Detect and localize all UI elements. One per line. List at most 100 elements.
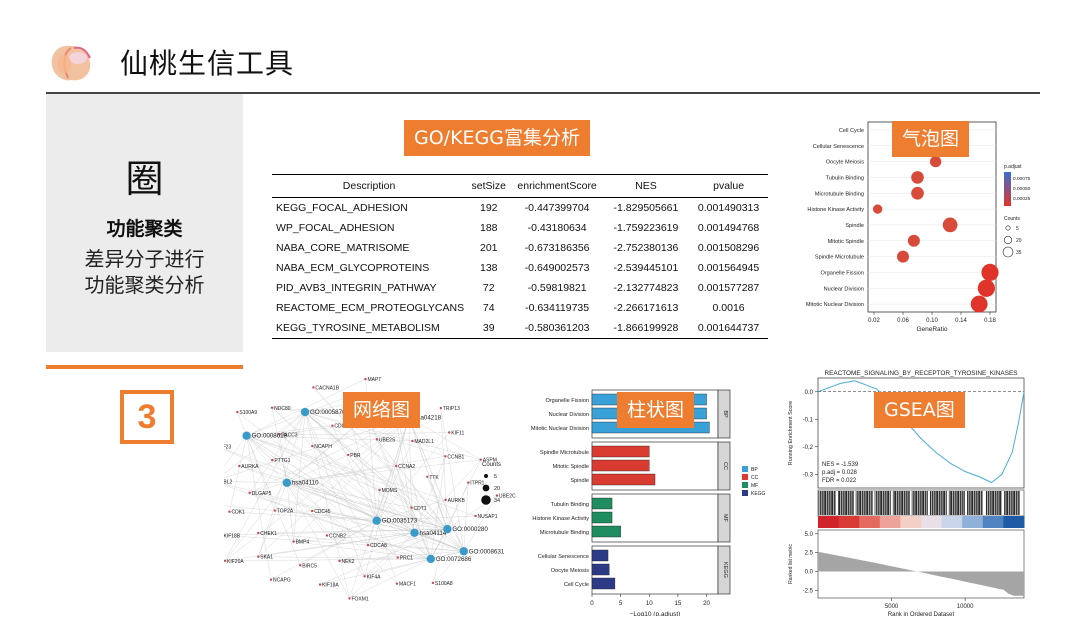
table-cell: 39 xyxy=(466,318,512,339)
network-edge xyxy=(408,417,481,460)
legend-label: 5 xyxy=(494,474,497,480)
y-tick-label: Mitotic Spindle xyxy=(553,464,589,470)
network-node-label: KIF18B xyxy=(224,533,241,539)
column-header: pvalue xyxy=(689,174,768,198)
network-edge xyxy=(430,459,481,559)
bubble-point xyxy=(981,263,999,282)
chart-title: REACTOME_SIGNALING_BY_RECEPTOR_TYROSINE_… xyxy=(825,370,1018,377)
bar xyxy=(591,511,613,524)
peach-logo-icon xyxy=(51,45,91,81)
network-edge xyxy=(224,483,415,533)
network-edge xyxy=(246,435,398,558)
network-node-label: CDC45 xyxy=(314,509,331,515)
network-node xyxy=(363,575,366,578)
legend-title: p.adjust xyxy=(1004,164,1022,170)
network-edge xyxy=(414,459,481,533)
network-edge xyxy=(246,435,272,580)
network-node xyxy=(325,534,329,537)
x-tick-label: 10 xyxy=(646,600,653,607)
y-tick-label: Histone Kinase Activity xyxy=(807,207,864,213)
facet-strip xyxy=(717,441,731,491)
y-tick-label: -0.3 xyxy=(803,472,814,478)
network-edge xyxy=(293,532,415,542)
network-edge xyxy=(440,408,464,552)
legend-label: MF xyxy=(751,483,758,489)
network-node-label: FOXM1 xyxy=(351,596,368,602)
bar-tag: 柱状图 xyxy=(617,392,695,428)
network-node-label: hsa04114 xyxy=(420,530,447,537)
network-node-label: GO:0008619 xyxy=(252,433,288,440)
facet-strip xyxy=(717,545,731,595)
bubble-point xyxy=(911,171,924,184)
network-node xyxy=(257,555,260,558)
network-node xyxy=(395,582,399,585)
table-cell: -0.43180634 xyxy=(527,222,587,234)
network-edge xyxy=(348,454,431,560)
y-tick-label: Mitotic Nuclear Division xyxy=(531,426,589,432)
network-edge xyxy=(246,435,380,491)
column-header: NES xyxy=(602,174,690,198)
app-title: 仙桃生信工具 xyxy=(120,47,295,80)
network-edge xyxy=(229,435,247,512)
network-edge xyxy=(246,435,377,521)
y-tick-label: Mitotic Spindle xyxy=(828,239,864,245)
network-node-label: GO:0072686 xyxy=(436,556,472,563)
network-edge xyxy=(349,532,415,599)
network-node xyxy=(431,581,435,585)
x-tick-label: 5 xyxy=(619,600,623,607)
network-edge xyxy=(224,411,306,474)
y-tick-label: Histone Kinase Activity xyxy=(532,516,589,522)
header-divider xyxy=(46,92,1040,94)
facet-strip xyxy=(717,389,731,439)
network-node xyxy=(444,455,447,458)
network-edge xyxy=(304,411,349,456)
legend-swatch xyxy=(742,482,748,488)
x-tick-label: 10000 xyxy=(957,604,974,610)
x-tick-label: 15 xyxy=(674,600,681,607)
network-node-label: CACNA1B xyxy=(315,385,339,391)
y-tick-label: 2.5 xyxy=(805,551,814,557)
table-cell: -0.580361203 xyxy=(511,318,603,339)
x-tick-label: 20 xyxy=(703,600,710,607)
legend-label: BP xyxy=(751,467,758,473)
network-node xyxy=(270,406,274,409)
network-edge xyxy=(414,528,448,533)
bubble-point xyxy=(977,279,995,297)
network-edge xyxy=(246,435,276,511)
bar xyxy=(591,459,650,472)
bubble-point xyxy=(911,186,924,200)
network-node-label: UBE2C xyxy=(499,494,516,500)
section-description: 差异分子进行 功能聚类分析 xyxy=(46,246,243,298)
network-node-label: TOP2A xyxy=(277,509,294,515)
y-tick-label: Organelle Fission xyxy=(820,270,864,276)
section-subtitle: 功能聚类 xyxy=(106,218,183,240)
y-tick-label: Nuclear Division xyxy=(549,412,589,418)
legend-label: 20 xyxy=(1016,238,1022,244)
network-hub-node xyxy=(372,516,381,525)
network-edge xyxy=(414,456,446,533)
network-edge xyxy=(376,489,380,521)
legend-title: Counts xyxy=(482,462,501,468)
x-tick-label: 0.02 xyxy=(868,318,880,324)
legend-size-circle xyxy=(1005,225,1011,231)
network-node xyxy=(299,564,302,567)
network-edge xyxy=(224,481,287,483)
network-edge xyxy=(432,551,464,584)
table-cell: -0.634119735 xyxy=(525,302,590,314)
network-node xyxy=(224,559,227,562)
network-node xyxy=(395,464,398,468)
table-cell: -2.266171613 xyxy=(613,302,679,314)
color-legend-bar xyxy=(1004,172,1011,206)
network-edge xyxy=(396,466,415,533)
rank-color-band xyxy=(982,516,1004,528)
network-hub-node xyxy=(443,524,452,534)
y-tick-label: Nuclear Division xyxy=(824,286,864,292)
network-edge xyxy=(293,411,306,542)
y-tick-label: -0.2 xyxy=(803,445,814,451)
x-axis-label: GeneRatio xyxy=(916,326,947,333)
network-edge xyxy=(304,411,481,460)
bubble-point xyxy=(942,217,958,233)
rank-color-band xyxy=(879,516,901,528)
legend-swatch xyxy=(742,490,748,496)
